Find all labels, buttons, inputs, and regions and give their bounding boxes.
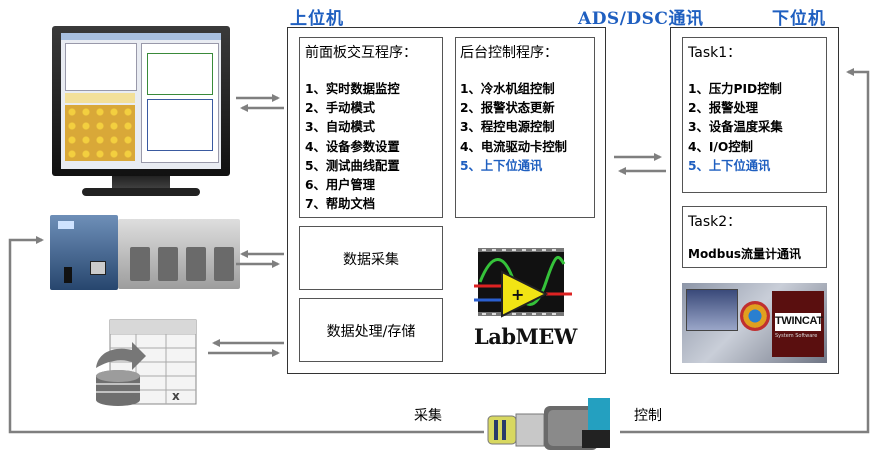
list-item: 3、程控电源控制 — [460, 120, 555, 135]
valve-actuator-image — [484, 396, 620, 460]
list-item: 4、电流驱动卡控制 — [460, 139, 567, 154]
twincat-sublabel: System Software — [775, 333, 818, 339]
chart-panel — [65, 105, 135, 161]
svg-text:x: x — [172, 389, 180, 403]
screenshot-panel — [686, 289, 738, 331]
data-processing-label: 数据处理/存储 — [326, 324, 416, 340]
task1-title: Task1： — [688, 45, 742, 61]
front-panel-list: 1、实时数据监控 2、手动模式 3、自动模式 4、设备参数设置 5、测试曲线配置… — [305, 80, 400, 214]
list-item: 5、测试曲线配置 — [305, 158, 400, 173]
twincat-badge: TWINCAT System Software — [772, 291, 824, 357]
list-item: 5、上下位通讯 — [688, 158, 771, 173]
twincat-software-image: TWINCAT System Software — [682, 283, 827, 363]
list-item: 2、手动模式 — [305, 101, 376, 116]
gear-icon — [740, 301, 770, 331]
monitor-base — [82, 188, 200, 196]
front-panel-title: 前面板交互程序： — [305, 45, 417, 61]
front-panel-box: 前面板交互程序： 1、实时数据监控 2、手动模式 3、自动模式 4、设备参数设置… — [299, 37, 443, 218]
list-item: 1、压力PID控制 — [688, 82, 782, 96]
list-item: 3、自动模式 — [305, 120, 376, 135]
list-item: 7、帮助文档 — [305, 197, 376, 212]
list-item: 5、上下位通讯 — [460, 158, 543, 173]
module-slots — [118, 219, 240, 289]
labview-logo: + LabMEW — [474, 244, 577, 354]
task1-list: 1、压力PID控制 2、报警处理 3、设备温度采集 4、I/O控制 5、上下位通… — [688, 80, 783, 176]
task2-item: Modbus流量计通讯 — [688, 247, 802, 261]
valve-icon — [487, 398, 610, 450]
list-item: 4、I/O控制 — [688, 139, 753, 154]
upper-computer-panel: 前面板交互程序： 1、实时数据监控 2、手动模式 3、自动模式 4、设备参数设置… — [287, 27, 606, 374]
list-item: 2、报警处理 — [688, 101, 759, 116]
communication-heading: ADS/DSC通讯 — [578, 9, 704, 29]
background-control-title: 后台控制程序： — [460, 45, 558, 61]
monitor-screen — [61, 33, 221, 169]
list-item: 6、用户管理 — [305, 178, 376, 193]
database-excel-image: x — [88, 318, 206, 410]
daq-chassis-image — [50, 215, 240, 290]
svg-text:+: + — [511, 285, 524, 304]
lower-computer-heading: 下位机 — [772, 9, 826, 29]
data-acquisition-label: 数据采集 — [343, 252, 399, 268]
list-item: 4、设备参数设置 — [305, 139, 400, 154]
list-item: 1、实时数据监控 — [305, 82, 400, 96]
lower-computer-panel: Task1： 1、压力PID控制 2、报警处理 3、设备温度采集 4、I/O控制… — [670, 27, 839, 374]
database-excel-icon: x — [96, 319, 197, 406]
background-control-list: 1、冷水机组控制 2、报警状态更新 3、程控电源控制 4、电流驱动卡控制 5、上… — [460, 80, 567, 176]
labview-logo-text: LabMEW — [474, 324, 577, 349]
twincat-label: TWINCAT — [775, 315, 823, 327]
task2-box: Task2： Modbus流量计通讯 — [682, 206, 827, 268]
control-label: 控制 — [634, 408, 662, 424]
data-processing-box: 数据处理/存储 — [299, 298, 443, 362]
ethernet-port-icon — [90, 261, 106, 275]
list-item: 2、报警状态更新 — [460, 101, 555, 116]
monitor-stand — [112, 176, 170, 190]
list-item: 3、设备温度采集 — [688, 120, 783, 135]
data-acquisition-box: 数据采集 — [299, 226, 443, 290]
task1-box: Task1： 1、压力PID控制 2、报警处理 3、设备温度采集 4、I/O控制… — [682, 37, 827, 193]
task2-title: Task2： — [688, 214, 742, 230]
controller-module — [50, 215, 118, 290]
monitor-image — [52, 26, 230, 196]
monitor-bezel — [52, 26, 230, 176]
collect-label: 采集 — [414, 408, 442, 424]
list-item: 1、冷水机组控制 — [460, 82, 555, 96]
background-control-box: 后台控制程序： 1、冷水机组控制 2、报警状态更新 3、程控电源控制 4、电流驱… — [455, 37, 595, 218]
upper-computer-heading: 上位机 — [290, 9, 344, 29]
